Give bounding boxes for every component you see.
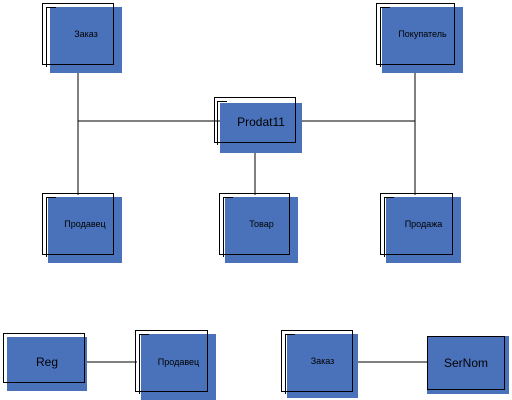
node-tovar[interactable]: Товар	[219, 193, 298, 263]
node-pokupatel[interactable]: Покупатель	[376, 3, 463, 73]
node-prodavec-main-label: Продавец	[64, 219, 106, 229]
node-reg[interactable]: Reg	[3, 333, 87, 391]
node-prodavec-bottom-label: Продавец	[157, 357, 200, 367]
node-prodat11-label: Prodat11	[237, 115, 285, 129]
node-prodat11[interactable]: Prodat11	[214, 97, 302, 153]
node-zakaz-bottom-label: Заказ	[310, 356, 335, 366]
node-reg-label: Reg	[35, 355, 58, 369]
node-prodavec-main[interactable]: Продавец	[42, 193, 122, 263]
node-zakaz-top-label: Заказ	[74, 29, 98, 39]
node-prodazha-label: Продажа	[404, 219, 443, 229]
node-tovar-label: Товар	[249, 219, 274, 229]
node-zakaz-top[interactable]: Заказ	[42, 3, 122, 73]
node-sernom-label: SerNom	[443, 356, 488, 370]
node-prodazha[interactable]: Продажа	[380, 193, 461, 263]
node-zakaz-bottom[interactable]: Заказ	[281, 330, 358, 400]
node-prodavec-bottom[interactable]: Продавец	[135, 330, 216, 400]
node-pokupatel-label: Покупатель	[398, 29, 447, 39]
node-sernom[interactable]: SerNom	[427, 336, 509, 394]
